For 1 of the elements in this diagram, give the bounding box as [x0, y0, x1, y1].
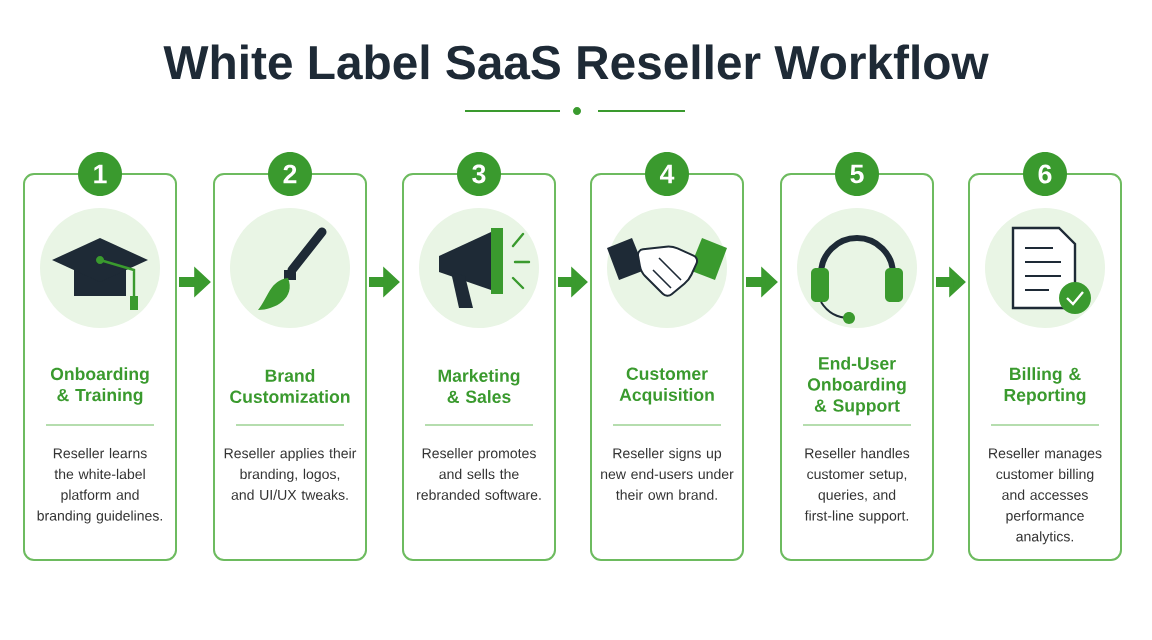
title: White Label SaaS Reseller Workflow: [163, 44, 989, 80]
